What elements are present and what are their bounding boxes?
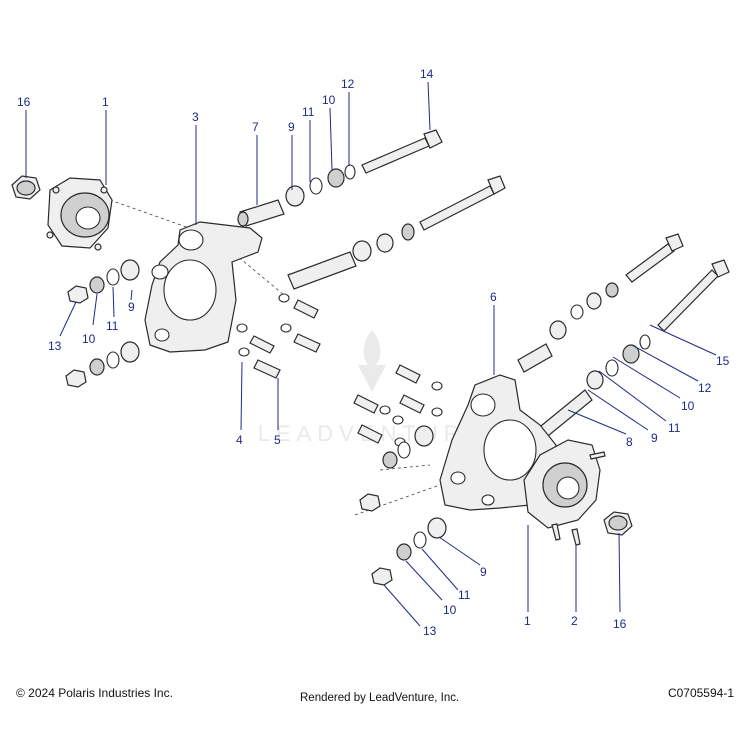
hub-bearing-left	[46, 177, 113, 251]
bolts-washers-left	[236, 293, 321, 379]
callout-11-lower-right: 11	[458, 588, 471, 602]
callout-4: 4	[236, 433, 243, 447]
bolts-washers-right	[353, 364, 443, 447]
rendered-by-text: Rendered by LeadVenture, Inc.	[300, 692, 460, 704]
callout-11-right: 11	[668, 421, 681, 435]
bushing-stack-right-middle	[359, 425, 434, 512]
callout-1-left: 1	[102, 95, 109, 109]
callout-9-lower-right: 9	[480, 565, 487, 579]
callout-12-upper: 12	[341, 77, 355, 91]
left-assembly	[11, 129, 506, 388]
callout-10-left: 10	[82, 332, 96, 346]
bushing-stack-upper-left	[285, 164, 356, 207]
callout-11-upper: 11	[302, 105, 315, 119]
callout-12-right: 12	[698, 381, 712, 395]
callout-labels: 16 1 3 7 9 11 10 12 14 9 11 10 13 4 5 6 …	[17, 67, 730, 638]
diagram-code: C0705594-1	[667, 686, 734, 700]
callout-16-left: 16	[17, 95, 31, 109]
callout-10-lower-right: 10	[443, 603, 457, 617]
callout-5: 5	[274, 433, 281, 447]
callout-10-upper: 10	[322, 93, 336, 107]
right-assembly	[353, 233, 730, 586]
copyright-text: © 2024 Polaris Industries Inc.	[16, 686, 173, 700]
callout-15: 15	[716, 354, 730, 368]
sleeve-7	[237, 199, 285, 227]
watermark: LEADVENTURE	[258, 330, 480, 446]
callout-7: 7	[252, 120, 259, 134]
bolts-upper-right	[517, 233, 730, 441]
bolt-middle-left	[287, 175, 506, 290]
bushing-stack-right-lower	[371, 517, 447, 586]
callout-1-right: 1	[524, 614, 531, 628]
callout-14: 14	[420, 67, 434, 81]
watermark-flame-icon	[358, 330, 386, 392]
callout-10-right: 10	[681, 399, 695, 413]
callout-6: 6	[490, 290, 497, 304]
callout-2: 2	[571, 614, 578, 628]
callout-9-left: 9	[128, 300, 135, 314]
callout-9-right: 9	[651, 431, 658, 445]
callout-16-right: 16	[613, 617, 627, 631]
callout-11-left: 11	[106, 319, 119, 333]
callout-13-right: 13	[423, 624, 437, 638]
callout-leaders	[25, 81, 717, 627]
bolt-14	[361, 129, 443, 174]
callout-8: 8	[626, 435, 633, 449]
bushing-stack-lower-left	[65, 259, 140, 388]
callout-13-left: 13	[48, 339, 62, 353]
flange-nut-right	[603, 511, 633, 536]
hub-bearing-right	[523, 439, 606, 546]
callout-3: 3	[192, 110, 199, 124]
knuckle-left	[144, 221, 263, 353]
flange-nut-left	[11, 175, 41, 200]
callout-9-upper: 9	[288, 120, 295, 134]
